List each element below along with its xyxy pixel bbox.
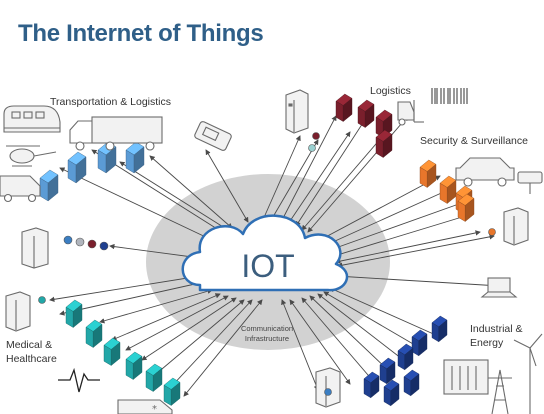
heartbeat-icon [58,367,100,393]
transport-cube [39,169,59,202]
page-title: The Internet of Things [18,20,264,47]
transport-cube [97,141,117,174]
server-icon [21,227,49,269]
logistics-cube [375,129,393,158]
logistics-cube [357,99,375,128]
van-icon [0,175,41,203]
truck-icon [69,116,163,151]
medical-cube [125,351,143,380]
medical-cube [65,299,83,328]
label-security: Security & Surveillance [420,135,528,147]
infrastructure-line2: Infrastructure [244,334,290,343]
barcode-icon [431,88,468,104]
laptop-icon [480,277,518,298]
transport-cube [125,141,145,174]
medical-cube [163,377,181,406]
factory-icon [443,359,489,395]
industrial-cube [379,357,396,385]
server-icon [315,367,341,408]
dot-marker-icon [99,241,109,251]
ambulance-icon: * [117,399,173,414]
label-industrial-line2: Energy [470,337,504,349]
server-icon [285,89,309,134]
forklift-icon [397,100,424,126]
connection-arrow [281,299,319,391]
wind-turbine-icon [513,333,543,414]
industrial-cube [397,343,414,371]
dot-marker-icon [308,144,316,152]
svg-text:*: * [152,404,157,414]
connection-arrow [205,149,249,223]
server-icon [503,207,529,246]
connection-arrow [109,243,201,261]
label-transportation: Transportation & Logistics [50,96,172,108]
dot-marker-icon [488,228,496,236]
industrial-cube [363,371,380,399]
connection-arrow [183,299,263,397]
security-cube [457,193,475,222]
power-tower-icon [488,369,512,414]
dot-marker-icon [75,237,85,247]
iot-label: IOT [241,248,295,284]
industrial-cube [403,369,420,397]
transport-cube [67,151,87,184]
iot-cloud [181,214,349,292]
medical-cube [85,319,103,348]
connection-arrow [337,234,495,268]
connection-arrow [335,273,501,289]
logistics-cube [335,93,353,122]
dot-markers [38,132,496,396]
label-medical: Medical & Healthcare [6,338,57,366]
label-medical-line1: Medical & [6,339,53,351]
label-medical-line2: Healthcare [6,353,57,365]
label-industrial-line1: Industrial & [470,323,523,335]
infrastructure-line1: Communication [240,324,294,333]
medical-cube [103,337,121,366]
label-logistics: Logistics [370,85,411,97]
scanner-icon [194,121,232,151]
dot-marker-icon [324,388,332,396]
camera-icon [517,171,543,194]
security-cube [439,175,457,204]
dot-marker-icon [312,132,320,140]
dot-marker-icon [63,235,73,245]
server-icon [5,291,31,332]
industrial-cube [411,329,428,357]
security-cube [419,159,437,188]
medical-cube [145,363,163,392]
industrial-cube [383,379,400,407]
car-icon [455,157,515,187]
dot-marker-icon [87,239,97,249]
label-industrial: Industrial & Energy [470,322,523,350]
industrial-cube [431,315,448,343]
train-icon [3,105,61,133]
device-cubes [39,93,475,407]
helicopter-icon [6,145,57,167]
dot-marker-icon [38,296,46,304]
infrastructure-label: Communication Infrastructure [212,324,322,344]
